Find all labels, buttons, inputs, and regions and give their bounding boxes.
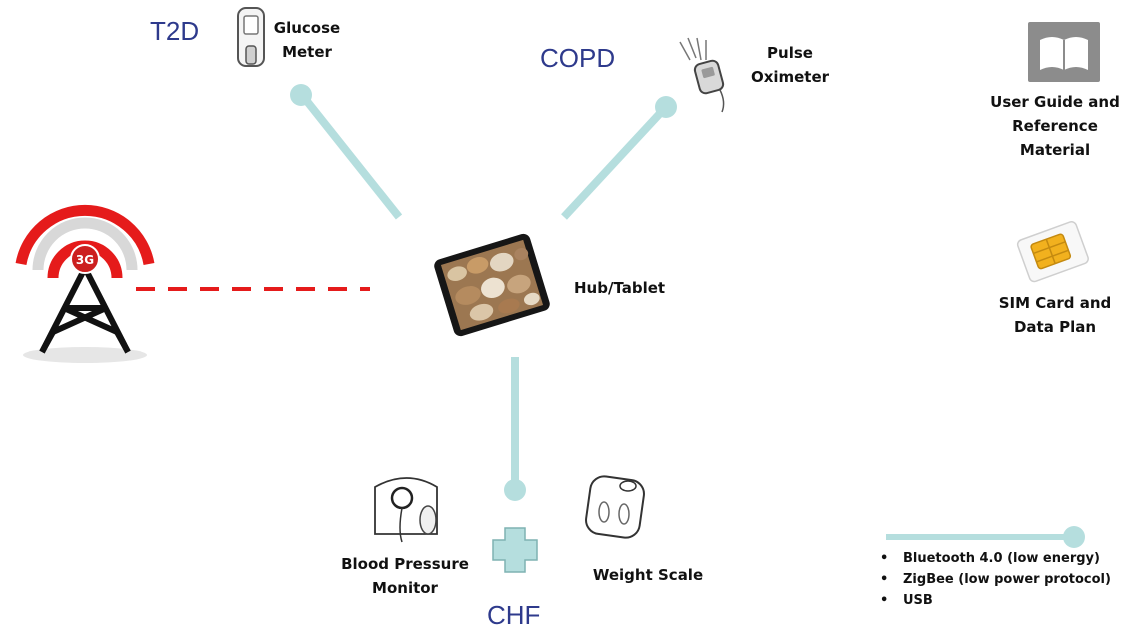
glucose-meter-label: Glucose Meter xyxy=(262,16,352,64)
sim-card-label: SIM Card and Data Plan xyxy=(972,291,1134,339)
condition-label-chf: CHF xyxy=(487,600,541,630)
cell-tower-icon: 3G xyxy=(15,204,155,363)
protocol-list: Bluetooth 4.0 (low energy) ZigBee (low p… xyxy=(880,548,1111,611)
pulse-oximeter-label-line: Oximeter xyxy=(750,68,830,86)
pulse-oximeter-label: Pulse Oximeter xyxy=(740,41,840,89)
blood-pressure-label-line: Monitor xyxy=(372,579,438,597)
sim-card-icon xyxy=(1016,221,1089,283)
protocol-item-usb: USB xyxy=(880,590,1111,611)
condition-label-copd: COPD xyxy=(540,43,616,73)
connector-node-glucose xyxy=(290,84,312,106)
book-icon xyxy=(1028,22,1100,82)
weight-scale-icon xyxy=(585,475,645,539)
chf-plus-icon xyxy=(492,527,538,573)
connector-pulse-oximeter xyxy=(561,105,668,220)
connector-node-chf xyxy=(504,479,526,501)
user-guide-label-line: User Guide and xyxy=(990,93,1120,111)
sim-card-label-line: SIM Card and xyxy=(998,294,1112,312)
pulse-oximeter-icon xyxy=(679,37,725,113)
protocol-item-zigbee: ZigBee (low power protocol) xyxy=(880,569,1111,590)
protocol-item-bluetooth: Bluetooth 4.0 (low energy) xyxy=(880,548,1111,569)
legend-node xyxy=(1063,526,1085,548)
pulse-oximeter-label-line: Pulse xyxy=(767,44,813,62)
condition-label-t2d: T2D xyxy=(150,16,200,46)
glucose-meter-label-line: Meter xyxy=(282,43,332,61)
sim-card-label-line: Data Plan xyxy=(1013,318,1097,336)
connector-node-pulse xyxy=(655,96,677,118)
glucose-meter-icon xyxy=(237,7,265,67)
user-guide-label-line: Reference xyxy=(1012,117,1098,135)
hub-tablet-icon xyxy=(434,233,550,337)
hub-tablet-label: Hub/Tablet xyxy=(574,279,666,297)
connector-glucose-meter xyxy=(298,92,403,220)
connectors xyxy=(136,84,677,501)
blood-pressure-monitor-icon xyxy=(374,477,438,543)
tower-badge-label: 3G xyxy=(76,253,94,267)
weight-scale-label: Weight Scale xyxy=(592,566,704,584)
blood-pressure-label-line: Blood Pressure xyxy=(341,555,469,573)
glucose-meter-label-line: Glucose xyxy=(273,19,341,37)
user-guide-label: User Guide and Reference Material xyxy=(972,90,1134,162)
user-guide-label-line: Material xyxy=(1019,141,1091,159)
blood-pressure-label: Blood Pressure Monitor xyxy=(330,552,480,600)
